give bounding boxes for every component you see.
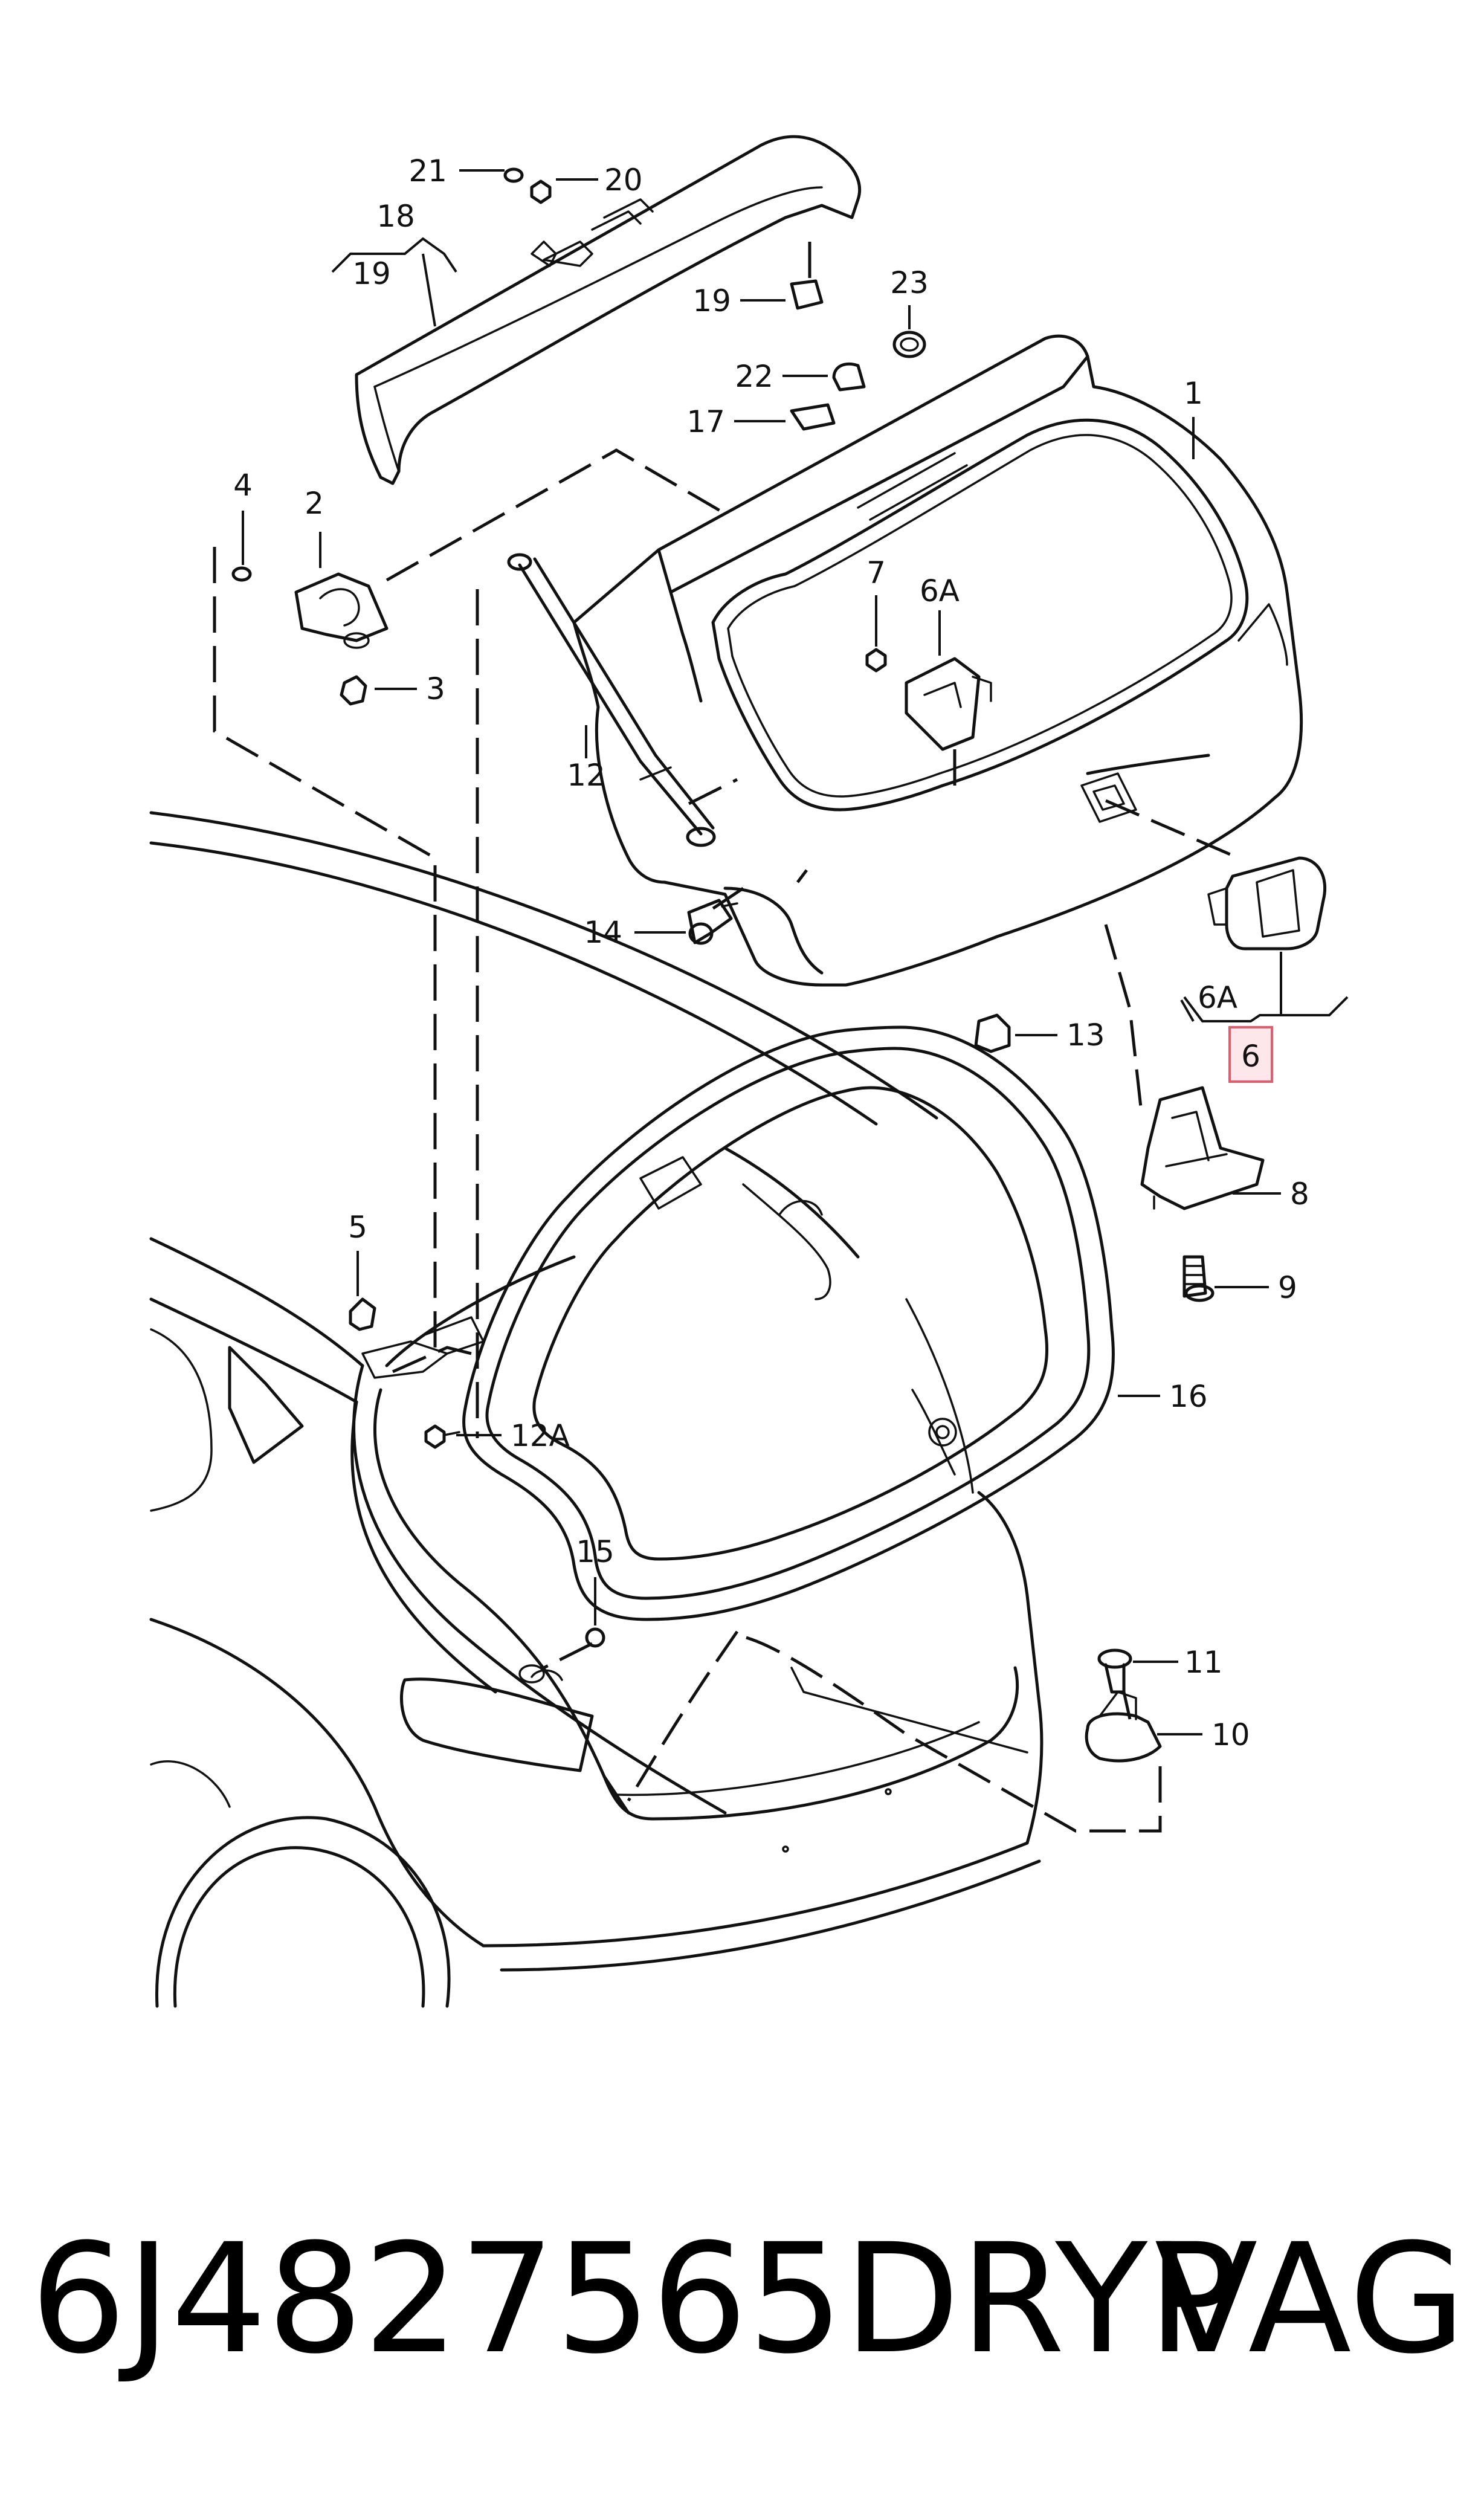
callout-8: 8	[1290, 1177, 1309, 1212]
callout-20: 20	[604, 163, 643, 198]
callout-leaders	[242, 169, 1349, 1735]
callout-6a-top: 6A	[920, 573, 960, 609]
callout-9: 9	[1278, 1270, 1297, 1305]
callout-15: 15	[576, 1534, 615, 1569]
callout-7: 7	[866, 555, 886, 590]
tailgate-panel	[572, 334, 1303, 987]
callout-19-group: 19	[352, 256, 391, 291]
callout-12a: 12A	[511, 1418, 570, 1453]
callout-21: 21	[408, 153, 447, 189]
footer: 6J4827565DRYP VAG	[0, 2224, 1484, 2478]
callout-22: 22	[735, 359, 773, 394]
spoiler	[355, 135, 862, 485]
exploded-parts-diagram: 1 2 3 4 5 7 6A 6A 6 8 9 10 11 12 12A 13 …	[149, 135, 1349, 2008]
callout-17: 17	[686, 404, 725, 439]
small-parts	[231, 167, 1327, 1763]
callout-19: 19	[692, 283, 731, 318]
callout-2: 2	[305, 486, 324, 521]
callout-23: 23	[890, 265, 929, 300]
assembly-lines	[213, 242, 1239, 1833]
callout-3: 3	[426, 671, 445, 706]
callout-14: 14	[584, 915, 622, 950]
tailgate-seal	[462, 1025, 1115, 1621]
highlighted-part-box	[1228, 1026, 1273, 1083]
callout-5: 5	[348, 1210, 367, 1245]
callout-labels: 1 2 3 4 5 7 6A 6A 6 8 9 10 11 12 12A 13 …	[233, 153, 1309, 1752]
car-body	[149, 811, 1044, 2008]
part-number: 6J4827565DRYP	[30, 2211, 1239, 2387]
callout-10: 10	[1211, 1717, 1250, 1752]
callout-4: 4	[233, 468, 253, 503]
brand-name: VAG	[1154, 2211, 1466, 2387]
callout-18: 18	[376, 199, 415, 234]
gas-strut	[507, 553, 716, 847]
callout-13: 13	[1066, 1018, 1105, 1053]
callout-6a-bottom: 6A	[1198, 980, 1237, 1015]
callout-12: 12	[567, 758, 605, 793]
callout-16: 16	[1169, 1379, 1208, 1414]
callout-6: 6	[1241, 1039, 1260, 1074]
callout-11: 11	[1184, 1645, 1223, 1680]
callout-1: 1	[1184, 376, 1203, 411]
